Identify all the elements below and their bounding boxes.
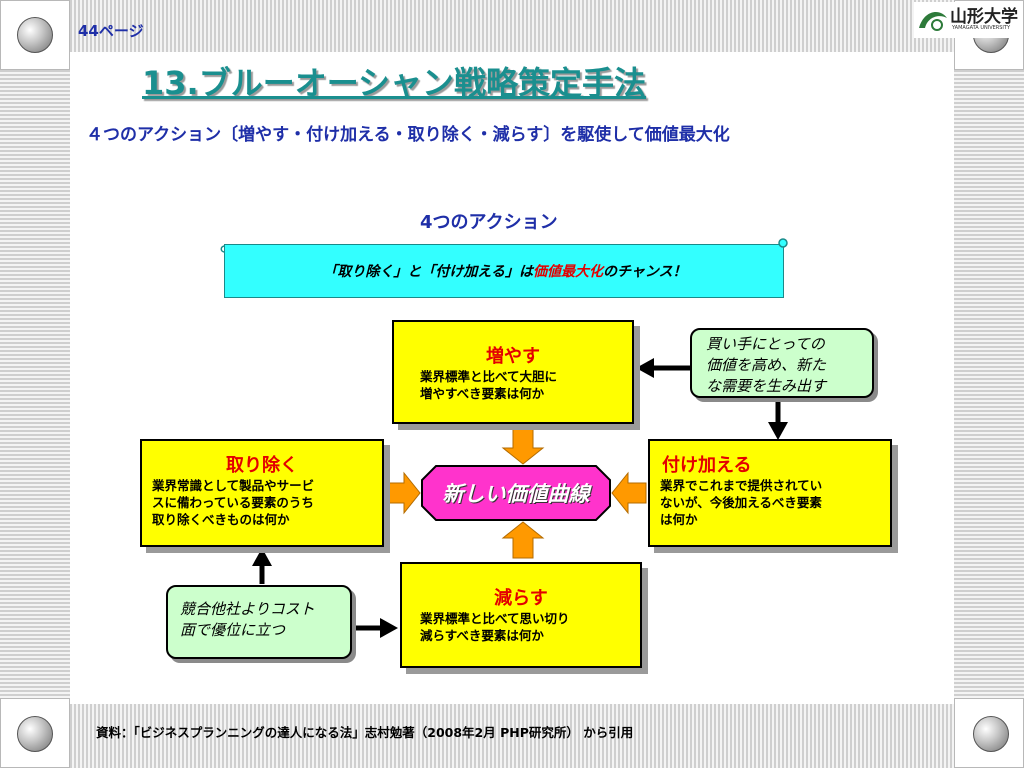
right-frame [954, 70, 1024, 704]
reduce-title: 減らす [494, 588, 548, 609]
eliminate-line: スに備わっている要素のうち [152, 495, 314, 510]
section-heading: 4つのアクション [420, 212, 558, 233]
eliminate-box: 取り除く 業界常識として製品やサービ スに備わっている要素のうち 取り除くべきも… [140, 439, 384, 547]
banner-emphasis: 価値最大化 [533, 264, 603, 280]
left-frame [0, 70, 70, 704]
logo-subtext: YAMAGATA UNIVERSITY [952, 25, 1011, 31]
scroll-curl-icon [220, 245, 226, 253]
create-line: は何か [660, 512, 698, 527]
increase-line: 増やすべき要素は何か [420, 386, 545, 401]
increase-box: 増やす 業界標準と比べて大胆に 増やすべき要素は何か [392, 320, 634, 424]
create-box: 付け加える 業界でこれまで提供されてい ないが、今後加えるべき要素 は何か [648, 439, 892, 547]
bolt-icon [973, 716, 1009, 752]
note-demand: 買い手にとっての 価値を高め、新た な需要を生み出す [690, 328, 874, 398]
page-number: 44ページ [78, 22, 144, 40]
octagon-shape-icon [421, 465, 611, 521]
increase-line: 業界標準と比べて大胆に [420, 369, 558, 384]
banner-part1: 「取り除く」と「付け加える」は [323, 264, 533, 280]
bolt-icon [17, 17, 53, 53]
note-cost-line: 面で優位に立つ [180, 621, 286, 639]
bottom-frame [70, 704, 954, 768]
create-body: 業界でこれまで提供されてい ないが、今後加えるべき要素 は何か [660, 477, 890, 528]
banner-scroll: 「取り除く」と「付け加える」は価値最大化のチャンス！ [220, 238, 788, 298]
scroll-curl-icon [778, 238, 788, 248]
logo-mark-icon [919, 12, 947, 31]
note-cost-line: 競合他社よりコスト [180, 600, 315, 618]
reduce-body: 業界標準と比べて思い切り 減らすべき要素は何か [420, 610, 640, 644]
reduce-line: 減らすべき要素は何か [420, 628, 544, 643]
center-label: 新しい価値曲線 [442, 482, 590, 506]
new-value-curve: 新しい価値曲線 [420, 464, 612, 522]
note-demand-line: な需要を生み出す [706, 377, 827, 395]
note-cost: 競合他社よりコスト 面で優位に立つ [166, 585, 352, 659]
reduce-line: 業界標準と比べて思い切り [420, 611, 570, 626]
top-frame [70, 0, 954, 52]
eliminate-body: 業界常識として製品やサービ スに備わっている要素のうち 取り除くべきものは何か [152, 477, 382, 528]
banner-text: 「取り除く」と「付け加える」は価値最大化のチャンス！ [225, 261, 785, 281]
corner-bottom-left [0, 698, 70, 768]
increase-body: 業界標準と比べて大胆に 増やすべき要素は何か [420, 368, 632, 402]
logo-text: 山形大学 [950, 7, 1018, 27]
eliminate-title: 取り除く [226, 455, 298, 476]
note-demand-line: 価値を高め、新た [706, 356, 827, 374]
increase-title: 増やす [486, 346, 540, 367]
corner-bottom-right [954, 698, 1024, 768]
create-line: 業界でこれまで提供されてい [660, 478, 823, 493]
eliminate-line: 業界常識として製品やサービ [152, 478, 315, 493]
note-demand-line: 買い手にとっての [706, 335, 825, 353]
source-citation: 資料：「ビジネスプランニングの達人になる法」志村勉著（2008年2月 PHP研究… [96, 725, 634, 740]
create-title: 付け加える [662, 455, 752, 476]
corner-top-left [0, 0, 70, 70]
create-line: ないが、今後加えるべき要素 [660, 495, 822, 510]
university-logo: 山形大学 YAMAGATA UNIVERSITY [914, 2, 1022, 38]
banner-part2: のチャンス！ [603, 264, 687, 280]
page-title: 13.ブルーオーシャン戦略策定手法 [142, 64, 647, 102]
eliminate-line: 取り除くべきものは何か [152, 512, 290, 527]
page-subtitle: ４つのアクション〔増やす・付け加える・取り除く・減らす〕を駆使して価値最大化 [86, 125, 730, 145]
bolt-icon [17, 716, 53, 752]
reduce-box: 減らす 業界標準と比べて思い切り 減らすべき要素は何か [400, 562, 642, 668]
